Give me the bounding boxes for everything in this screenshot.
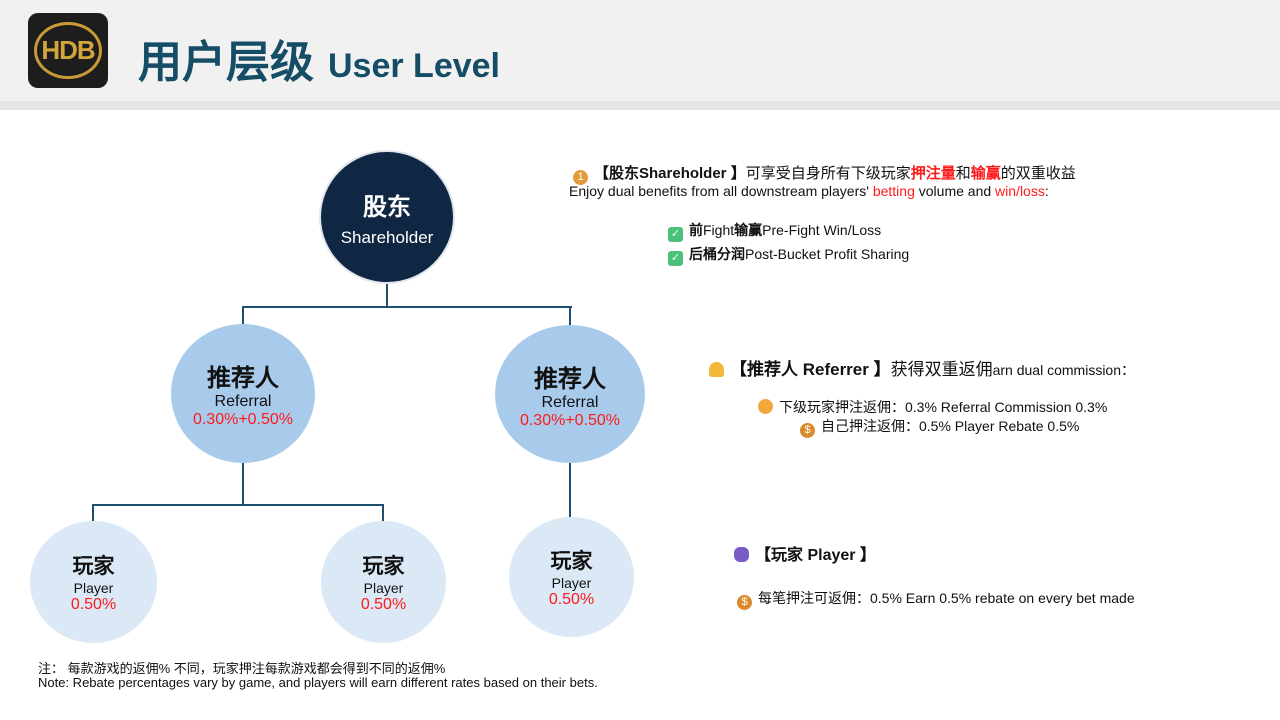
text: 输赢: [734, 222, 763, 238]
connector: [569, 306, 571, 326]
benefit-item: ✓ 前Fight输赢Pre-Fight Win/Loss: [668, 220, 881, 242]
player-node: 玩家 Player 0.50%: [321, 521, 446, 643]
connector: [382, 504, 384, 522]
text: 获得双重返佣: [890, 360, 993, 379]
node-subtitle: Shareholder: [340, 227, 434, 247]
connector: [386, 284, 388, 308]
tag: 【推荐人 Referrer 】: [730, 360, 891, 379]
node-rate: 0.30%+0.50%: [519, 411, 621, 429]
node-title: 推荐人: [207, 365, 279, 392]
page-title: 用户层级 User Level: [138, 26, 500, 90]
text: Fight: [703, 222, 735, 238]
referrer-item: $ 自己押注返佣：0.5% Player Rebate 0.5%: [800, 416, 1079, 438]
tag: 【玩家 Player 】: [755, 547, 876, 564]
player-node: 玩家 Player 0.50%: [30, 521, 157, 643]
text: Pre-Fight Win/Loss: [762, 222, 882, 238]
logo-text: HDB: [34, 22, 102, 79]
text: 的双重收益: [1000, 165, 1076, 182]
text: 前: [689, 222, 703, 238]
node-title: 玩家: [362, 555, 405, 578]
player-node: 玩家 Player 0.50%: [509, 517, 634, 637]
node-rate: 0.50%: [360, 596, 407, 613]
check-icon: ✓: [668, 227, 683, 242]
node-rate: 0.30%+0.50%: [192, 411, 294, 428]
shareholder-info-title: 1 【股东Shareholder 】可享受自身所有下级玩家押注量和输赢的双重收益: [573, 162, 1076, 185]
player-item: $ 每笔押注可返佣：0.5% Earn 0.5% rebate on every …: [737, 588, 1135, 610]
text: Post-Bucket Profit Sharing: [745, 246, 910, 262]
text: 每笔押注可返佣：0.5% Earn 0.5% rebate on every b…: [758, 590, 1135, 606]
note-zh: 注： 每款游戏的返佣% 不同，玩家押注每款游戏都会得到不同的返佣%: [38, 661, 446, 676]
node-title: 玩家: [72, 555, 115, 578]
node-title: 推荐人: [534, 365, 606, 393]
gamepad-icon: [734, 547, 749, 562]
node-title: 股东: [363, 193, 411, 221]
text: 后桶分润: [689, 246, 745, 262]
node-title: 玩家: [550, 550, 593, 573]
text: :: [1044, 183, 1049, 199]
connector: [242, 462, 244, 506]
header-divider: [0, 101, 1280, 110]
node-rate: 0.50%: [70, 596, 117, 613]
referral-node: 推荐人 Referral 0.30%+0.50%: [171, 324, 315, 463]
connector: [92, 504, 94, 522]
referrer-info-title: 【推荐人 Referrer 】获得双重返佣arn dual commission…: [709, 355, 1135, 380]
money-bag-icon: $: [737, 595, 752, 610]
title-zh: 用户层级: [138, 38, 314, 87]
tag: 【股东Shareholder 】: [594, 165, 746, 182]
node-subtitle: Player: [551, 575, 592, 591]
node-subtitle: Player: [363, 580, 404, 596]
connector: [569, 462, 571, 518]
note-en: Note: Rebate percentages vary by game, a…: [38, 675, 598, 690]
highlight: 输赢: [970, 165, 1001, 182]
referral-node: 推荐人 Referral 0.30%+0.50%: [495, 325, 645, 463]
referrer-item: 下级玩家押注返佣：0.3% Referral Commission 0.3%: [758, 397, 1107, 417]
shareholder-info-en: Enjoy dual benefits from all downstream …: [569, 183, 1049, 199]
coin-icon: [758, 399, 773, 414]
node-subtitle: Player: [73, 580, 114, 596]
connector: [92, 504, 384, 506]
title-en: User Level: [328, 47, 500, 85]
connector: [242, 306, 572, 308]
shareholder-node: 股东 Shareholder: [319, 150, 455, 284]
connector: [242, 306, 244, 326]
node-subtitle: Referral: [541, 393, 599, 411]
check-icon: ✓: [668, 251, 683, 266]
node-subtitle: Referral: [214, 393, 272, 410]
text: 自己押注返佣：0.5% Player Rebate 0.5%: [821, 418, 1080, 434]
node-rate: 0.50%: [548, 591, 595, 608]
text: arn dual commission：: [992, 362, 1135, 378]
hdb-logo: HDB: [28, 13, 108, 88]
text: 下级玩家押注返佣：0.3% Referral Commission 0.3%: [779, 399, 1108, 415]
text: Enjoy dual benefits from all downstream …: [569, 183, 873, 199]
header: [0, 0, 1280, 101]
text: 和: [955, 165, 971, 182]
person-icon: [709, 362, 724, 377]
money-bag-icon: $: [800, 423, 815, 438]
text: volume and: [914, 183, 996, 199]
highlight: 押注量: [910, 165, 956, 182]
benefit-item: ✓ 后桶分润Post-Bucket Profit Sharing: [668, 244, 909, 266]
medal-icon: 1: [573, 170, 588, 185]
highlight: betting: [872, 183, 915, 199]
player-info-title: 【玩家 Player 】: [734, 541, 876, 565]
text: 可享受自身所有下级玩家: [745, 165, 911, 182]
highlight: win/loss: [995, 183, 1045, 199]
